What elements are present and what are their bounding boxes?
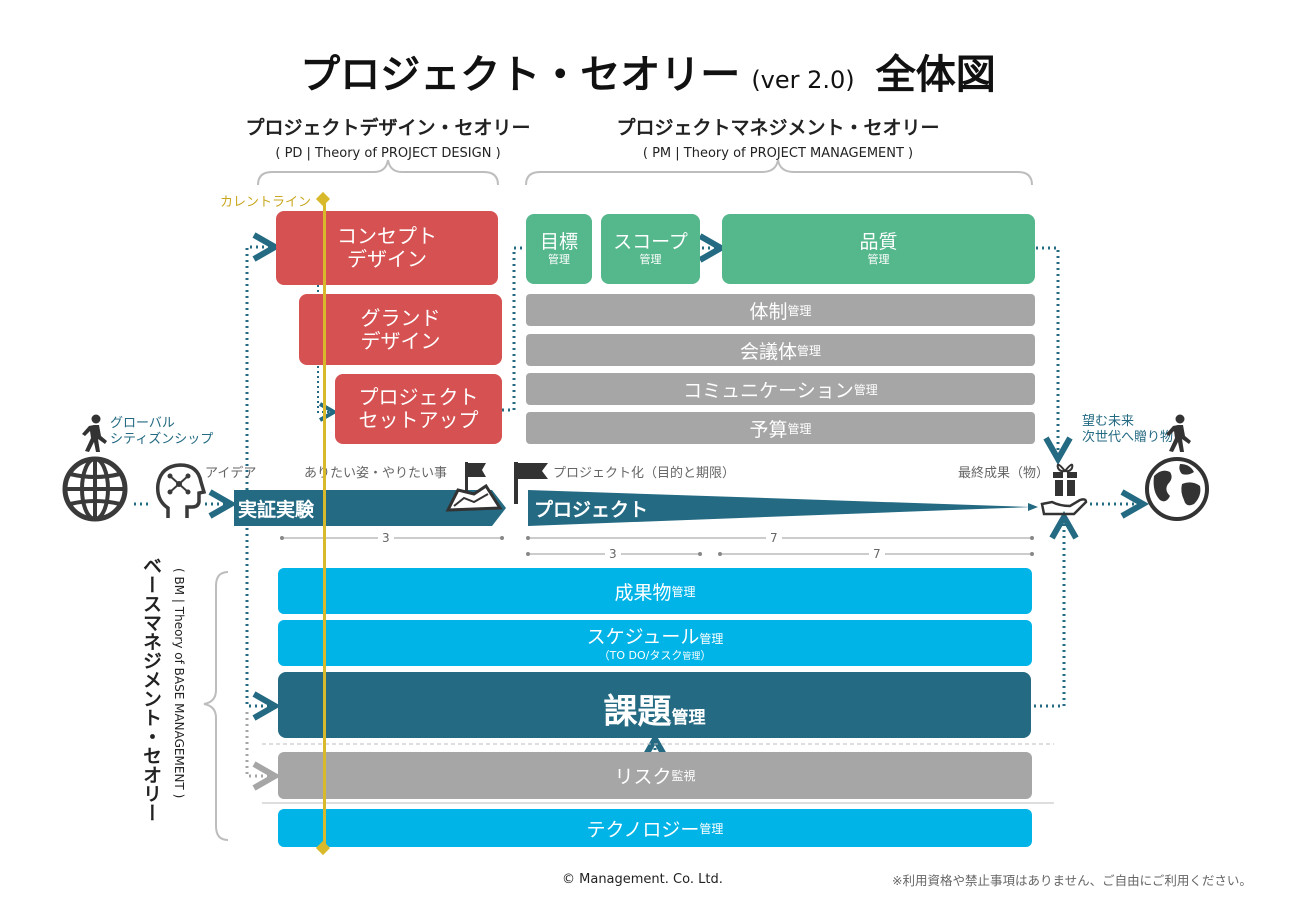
meeting-sub: 管理 [797,343,822,358]
ratio-experiment: 3 [378,531,394,545]
flag-icon [514,462,548,504]
experiment-label: 実証実験 [238,499,315,521]
ratio-project: 7 [766,531,782,545]
technology-label: テクノロジー [586,818,700,841]
bm-brace [203,571,229,841]
experiment-arrow [234,490,506,526]
deliverable-label: 成果物 [614,581,672,604]
project-setup-line2: セットアップ [358,408,479,432]
communication-management-bar[interactable]: コミュニケーション 管理 [526,373,1035,405]
communication-sub: 管理 [853,382,878,397]
projectize-label: プロジェクト化（目的と期限） [553,466,736,481]
title-version: (ver 2.0) [751,66,855,94]
communication-label: コミュニケーション [683,379,854,402]
bm-title: ベースマネジメント・セオリー [140,556,162,822]
global-line1: グローバル [110,416,175,431]
pd-subtitle: ( PD | Theory of PROJECT DESIGN ) [275,146,501,161]
ideal-state-label: ありたい姿・やりたい事 [304,466,448,481]
meeting-label: 会議体 [739,340,797,363]
idea-head-icon [155,463,206,518]
page-title: プロジェクト・セオリー (ver 2.0) 全体図 [0,42,1296,100]
usage-note: ※利用資格や禁止事項はありません、ご自由にご利用ください。 [892,873,1252,888]
gift-hand-icon [1040,463,1088,516]
goal-management-box[interactable]: 目標 管理 [526,214,592,284]
global-citizenship-label: グローバル シティズンシップ [110,416,213,448]
meeting-management-bar[interactable]: 会議体 管理 [526,334,1035,366]
walking-person-right-icon [1166,414,1191,452]
concept-design-box[interactable]: コンセプト デザイン [276,211,498,285]
globe-icon [62,456,128,522]
pm-subtitle: ( PM | Theory of PROJECT MANAGEMENT ) [642,146,914,161]
bm-subtitle: ( BM | Theory of BASE MANAGEMENT ) [172,568,186,799]
ratio-project-sub-a: 3 [605,547,621,561]
ratio-project-sub-b: 7 [869,547,885,561]
structure-management-bar[interactable]: 体制 管理 [526,294,1035,326]
earth-icon [1145,457,1209,521]
pd-title: プロジェクトデザイン・セオリー [245,117,531,139]
title-main: プロジェクト・セオリー [300,52,741,98]
quality-label: 品質 [859,231,898,253]
goal-sub: 管理 [548,253,570,266]
future-line2: 次世代へ贈り物 [1082,430,1174,445]
title-suffix: 全体図 [875,52,996,98]
risk-monitoring-bar[interactable]: リスク 監視 [278,752,1032,799]
structure-sub: 管理 [787,303,812,318]
risk-sub: 監視 [671,769,696,783]
project-label: プロジェクト [534,499,649,521]
quality-management-box[interactable]: 品質 管理 [722,214,1035,284]
grand-design-line1: グランド [360,305,441,330]
schedule-management-bar[interactable]: スケジュール 管理 （TO DO/タスク 管理 ） [278,620,1032,666]
project-setup-box[interactable]: プロジェクト セットアップ [335,374,502,444]
risk-label: リスク [614,766,672,788]
issue-label: 課題 [603,692,672,732]
deliverable-sub: 管理 [671,584,696,599]
future-line1: 望む未来 [1082,414,1135,429]
technology-management-bar[interactable]: テクノロジー 管理 [278,809,1032,847]
todo-end: ） [700,649,712,662]
concept-design-line1: コンセプト [337,224,437,248]
current-line-label: カレントライン [220,195,312,210]
structure-label: 体制 [749,300,788,323]
technology-sub: 管理 [699,821,724,836]
grand-design-box[interactable]: グランド デザイン [299,294,502,365]
project-setup-line1: プロジェクト [358,385,479,409]
map-flag-icon [445,462,503,512]
pd-brace [257,159,499,186]
idea-label: アイデア [205,466,257,481]
final-deliverable-label: 最終成果（物） [958,466,1050,481]
issue-sub: 管理 [671,708,706,728]
issue-management-bar[interactable]: 課題 管理 [278,672,1031,738]
goal-label: 目標 [539,231,578,253]
concept-design-line2: デザイン [347,247,427,271]
copyright: © Management. Co. Ltd. [562,872,723,887]
todo-row: （TO DO/タスク 管理 ） [599,649,712,664]
current-line [323,200,326,848]
deliverable-management-bar[interactable]: 成果物 管理 [278,568,1032,614]
project-arrow [528,490,1032,526]
walking-person-icon [82,414,107,452]
scope-label: スコープ [613,231,688,253]
global-line2: シティズンシップ [110,432,214,447]
schedule-label: スケジュール [586,626,700,648]
todo-sub: 管理 [682,652,701,662]
pm-title: プロジェクトマネジメント・セオリー [616,117,940,139]
desired-future-label: 望む未来 次世代へ贈り物 [1082,414,1173,446]
grand-design-line2: デザイン [360,328,441,353]
schedule-row: スケジュール 管理 [587,622,724,649]
scope-management-box[interactable]: スコープ 管理 [601,214,700,284]
todo-label: （TO DO/タスク [598,649,683,662]
pm-brace [525,159,1033,186]
budget-management-bar[interactable]: 予算 管理 [526,412,1035,444]
quality-sub: 管理 [867,253,890,266]
budget-sub: 管理 [787,421,812,436]
scope-sub: 管理 [639,253,662,266]
schedule-sub: 管理 [699,632,724,646]
budget-label: 予算 [749,418,788,441]
